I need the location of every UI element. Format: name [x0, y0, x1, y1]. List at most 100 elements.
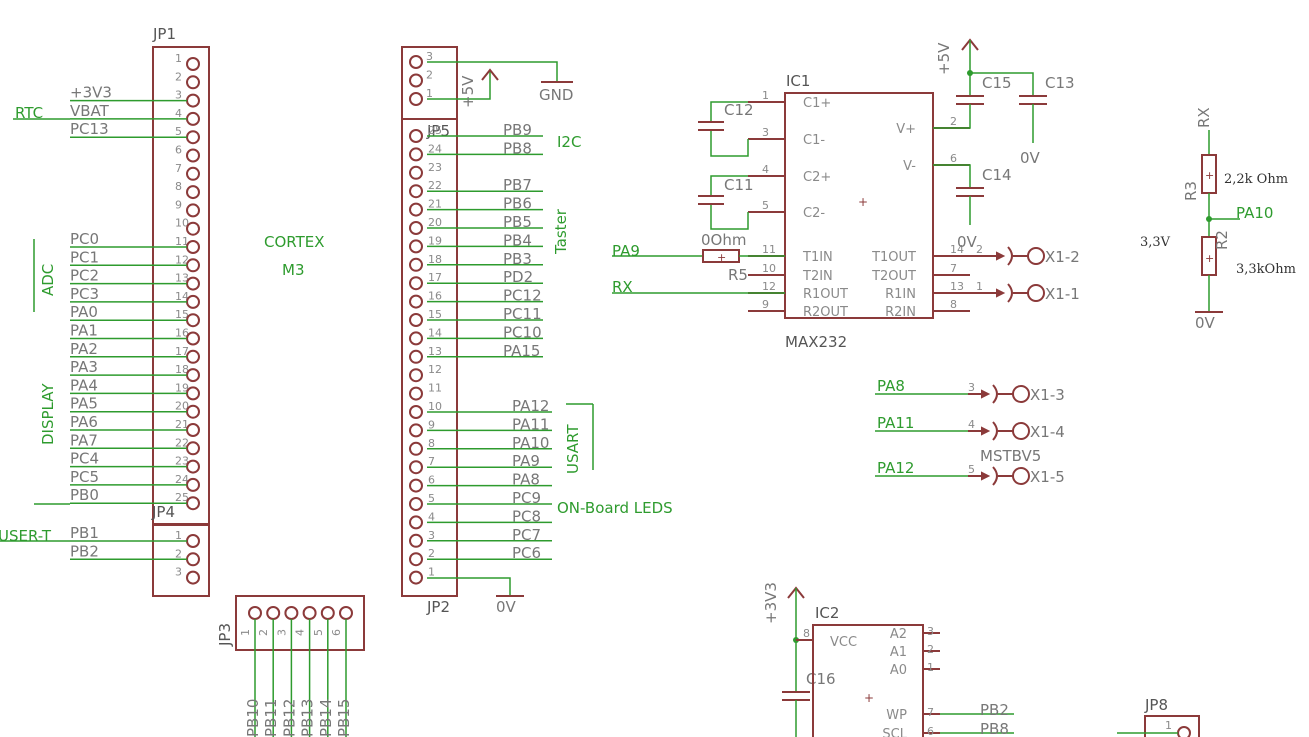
jp1-name: JP1 — [152, 25, 176, 43]
jp1-net-label: +3V3 — [70, 84, 112, 102]
jp1-pad — [186, 111, 200, 126]
divider-r2: R2 — [1213, 230, 1231, 250]
jp3-pin-number: 3 — [275, 629, 288, 636]
x1-connector-type: MSTBV5 — [980, 447, 1041, 465]
jp2-pin-number: 5 — [428, 492, 435, 505]
jp3-pin-number: 5 — [312, 629, 325, 636]
ic1-pin-label: C1- — [803, 133, 825, 148]
jp2-net-label: PA11 — [512, 415, 549, 433]
jp2-net-label: PC10 — [503, 323, 542, 341]
jp1-pin-number: 12 — [175, 253, 189, 266]
jp2-pad — [409, 478, 423, 493]
label-adc: ADC — [39, 264, 57, 296]
ic2-pin-number: 7 — [927, 706, 934, 719]
x1-label: X1-3 — [1030, 386, 1065, 404]
capacitor-c12: C12 — [698, 101, 754, 157]
jp1-pin-number: 14 — [175, 290, 189, 303]
svg-text:+: + — [858, 195, 868, 209]
jp5-5v-label: +5V — [459, 75, 477, 108]
svg-text:+: + — [1205, 169, 1214, 182]
ic1-pin-number: 14 — [950, 243, 964, 256]
jp1-pad — [186, 368, 200, 383]
x1-label: X1-1 — [1045, 285, 1080, 303]
jp2-pin-number: 12 — [428, 363, 442, 376]
jp2-pin-number: 13 — [428, 345, 442, 358]
jp1-pad — [186, 148, 200, 163]
jp2-pad — [409, 552, 423, 567]
jp3-net-label: PB12 — [280, 699, 298, 737]
divider-rx: RX — [1195, 107, 1213, 128]
jp3-net-label: PB10 — [244, 699, 262, 737]
ic1-pin-number: 11 — [762, 243, 776, 256]
jp1-net-label: PA4 — [70, 376, 98, 394]
jp2-pad — [409, 294, 423, 309]
jp2-pad — [409, 423, 423, 438]
jp1-pad — [186, 185, 200, 200]
ic1-pin-number: 10 — [762, 262, 776, 275]
jp2-net-label: PC11 — [503, 305, 542, 323]
jp2-pad — [409, 202, 423, 217]
jp2-pin-number: 22 — [428, 179, 442, 192]
ic1-pin-label: C2- — [803, 206, 825, 221]
jp1-net-label: PC13 — [70, 120, 109, 138]
c13-gnd-label: 0V — [1020, 149, 1041, 167]
jp1-pin-number: 16 — [175, 327, 189, 340]
jp3-pin-number: 6 — [330, 629, 343, 636]
jp1-pad — [186, 441, 200, 456]
ic1-pin-label: R1OUT — [803, 287, 848, 302]
jp1-pad — [186, 240, 200, 254]
jp2-pin-number: 21 — [428, 198, 442, 211]
divider-pa10: PA10 — [1236, 204, 1273, 222]
jp1-pin-number: 4 — [175, 107, 182, 120]
jp2-pin-number: 18 — [428, 253, 442, 266]
jp2-pin-number: 14 — [428, 326, 442, 339]
label-cortex: CORTEX — [264, 233, 325, 251]
jp2-net-label: PC8 — [512, 507, 541, 525]
jp1-pad — [186, 386, 200, 401]
ic1-pin-label: T2IN — [802, 269, 833, 284]
x1-terminal — [1012, 385, 1030, 403]
c15-label: C15 — [982, 74, 1012, 92]
label-onboard-leds: ON-Board LEDS — [557, 499, 673, 517]
label-m3: M3 — [282, 261, 305, 279]
ic1-5v-label: +5V — [935, 42, 953, 75]
jp2-net-label: PA8 — [512, 471, 540, 489]
jp4-net-label: PB2 — [70, 542, 99, 560]
jp1-net-label: PC5 — [70, 468, 99, 486]
ic2-pin-label: A2 — [890, 627, 907, 642]
c12-label: C12 — [724, 101, 754, 119]
jp1-pin-number: 10 — [175, 217, 189, 230]
jp1-pad — [186, 496, 200, 511]
jp2-pin-number: 25 — [428, 124, 442, 137]
jp1-pad — [186, 258, 200, 273]
jp1-pad — [186, 93, 200, 108]
jp2-pin-number: 7 — [428, 455, 435, 468]
jp2-net-label: PB8 — [503, 139, 532, 157]
jp4-name: JP4 — [151, 503, 175, 521]
label-rtc: RTC — [15, 104, 43, 122]
ic2-pin-number: 6 — [927, 725, 934, 737]
divider-r3-value: 2,2k Ohm — [1224, 172, 1288, 187]
jp2-pin-number: 4 — [428, 510, 435, 523]
jp1-pin-number: 21 — [175, 418, 189, 431]
jp1-pad — [186, 459, 200, 474]
ic1-pin-label: V- — [903, 159, 916, 174]
jp2-pad — [409, 570, 423, 585]
jp5-pad — [409, 55, 423, 69]
resistor-r5: + 0Ohm R5 PA9 RX — [612, 231, 785, 296]
jp1-pad — [186, 349, 200, 364]
jp2-pad — [409, 368, 423, 383]
jp2-pad — [409, 276, 423, 291]
jp2-pad — [409, 257, 423, 272]
jp1-pin-number: 6 — [175, 144, 182, 157]
jp3-net-label: PB15 — [335, 699, 353, 737]
ic1-pin-number: 3 — [762, 126, 769, 139]
ic2-pin-label: VCC — [830, 635, 857, 650]
ic2-net-label: PB8 — [980, 720, 1009, 737]
x1-terminal — [1012, 467, 1030, 485]
ic2-pin-label: A0 — [890, 663, 907, 678]
